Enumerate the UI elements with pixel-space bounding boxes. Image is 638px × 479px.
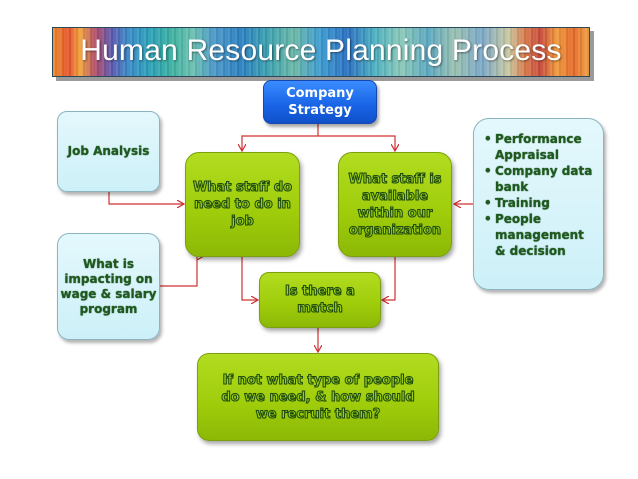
resources-item: People management & decision: [484, 211, 597, 259]
node-what-staff-do: What staff do need to do in job: [185, 152, 300, 257]
edge-staff-do-to-match: [241, 257, 258, 300]
node-wage-impact-line3: wage & salary: [60, 286, 157, 301]
resources-item: Company data bank: [484, 163, 597, 195]
node-what-staff-do-line1: What staff do: [192, 180, 293, 196]
node-recruit-line2: do we need, & how should: [221, 389, 415, 405]
node-wage-impact-line2: impacting on: [64, 271, 153, 286]
banner-texture: [53, 28, 589, 76]
node-wage-impact: What is impacting on wage & salary progr…: [57, 233, 160, 340]
node-recruit: If not what type of people do we need, &…: [197, 353, 439, 441]
node-job-analysis: Job Analysis: [57, 111, 160, 192]
node-what-staff-available-line2: available: [361, 188, 429, 204]
node-what-staff-do-line3: job: [231, 214, 255, 230]
edge-strategy-to-staff-available: [318, 135, 395, 151]
node-wage-impact-line4: program: [79, 301, 138, 316]
edge-staff-available-to-match: [382, 257, 396, 300]
node-match: Is there a match: [259, 272, 381, 328]
node-company-strategy-line1: Company: [286, 86, 354, 101]
node-what-staff-available-line1: What staff is: [348, 171, 442, 187]
edge-wage-to-staff-do: [160, 256, 204, 287]
node-what-staff-available-line3: within our: [357, 205, 433, 221]
edge-job-analysis-to-staff-do: [108, 192, 184, 204]
node-resources: Performance Appraisal Company data bank …: [473, 118, 604, 290]
node-company-strategy: Company Strategy: [263, 80, 377, 124]
node-wage-impact-line1: What is: [82, 256, 135, 271]
node-company-strategy-line2: Strategy: [288, 103, 352, 118]
resources-item: Performance Appraisal: [484, 131, 597, 163]
node-what-staff-available-line4: organization: [348, 222, 442, 238]
node-match-line2: match: [297, 301, 343, 317]
resources-item: Training: [484, 195, 597, 211]
resources-list: Performance Appraisal Company data bank …: [484, 131, 597, 259]
node-match-line1: Is there a: [285, 284, 356, 300]
title-banner: Human Resource Planning Process: [52, 27, 590, 77]
node-recruit-line3: we recruit them?: [255, 406, 381, 422]
node-job-analysis-label: Job Analysis: [67, 144, 150, 158]
diagram-title: Human Resource Planning Process: [80, 34, 562, 67]
edge-strategy-to-staff-do: [242, 135, 318, 151]
node-what-staff-available: What staff is available within our organ…: [338, 152, 452, 257]
node-what-staff-do-line2: need to do in: [194, 197, 292, 213]
node-recruit-line1: If not what type of people: [222, 372, 414, 388]
